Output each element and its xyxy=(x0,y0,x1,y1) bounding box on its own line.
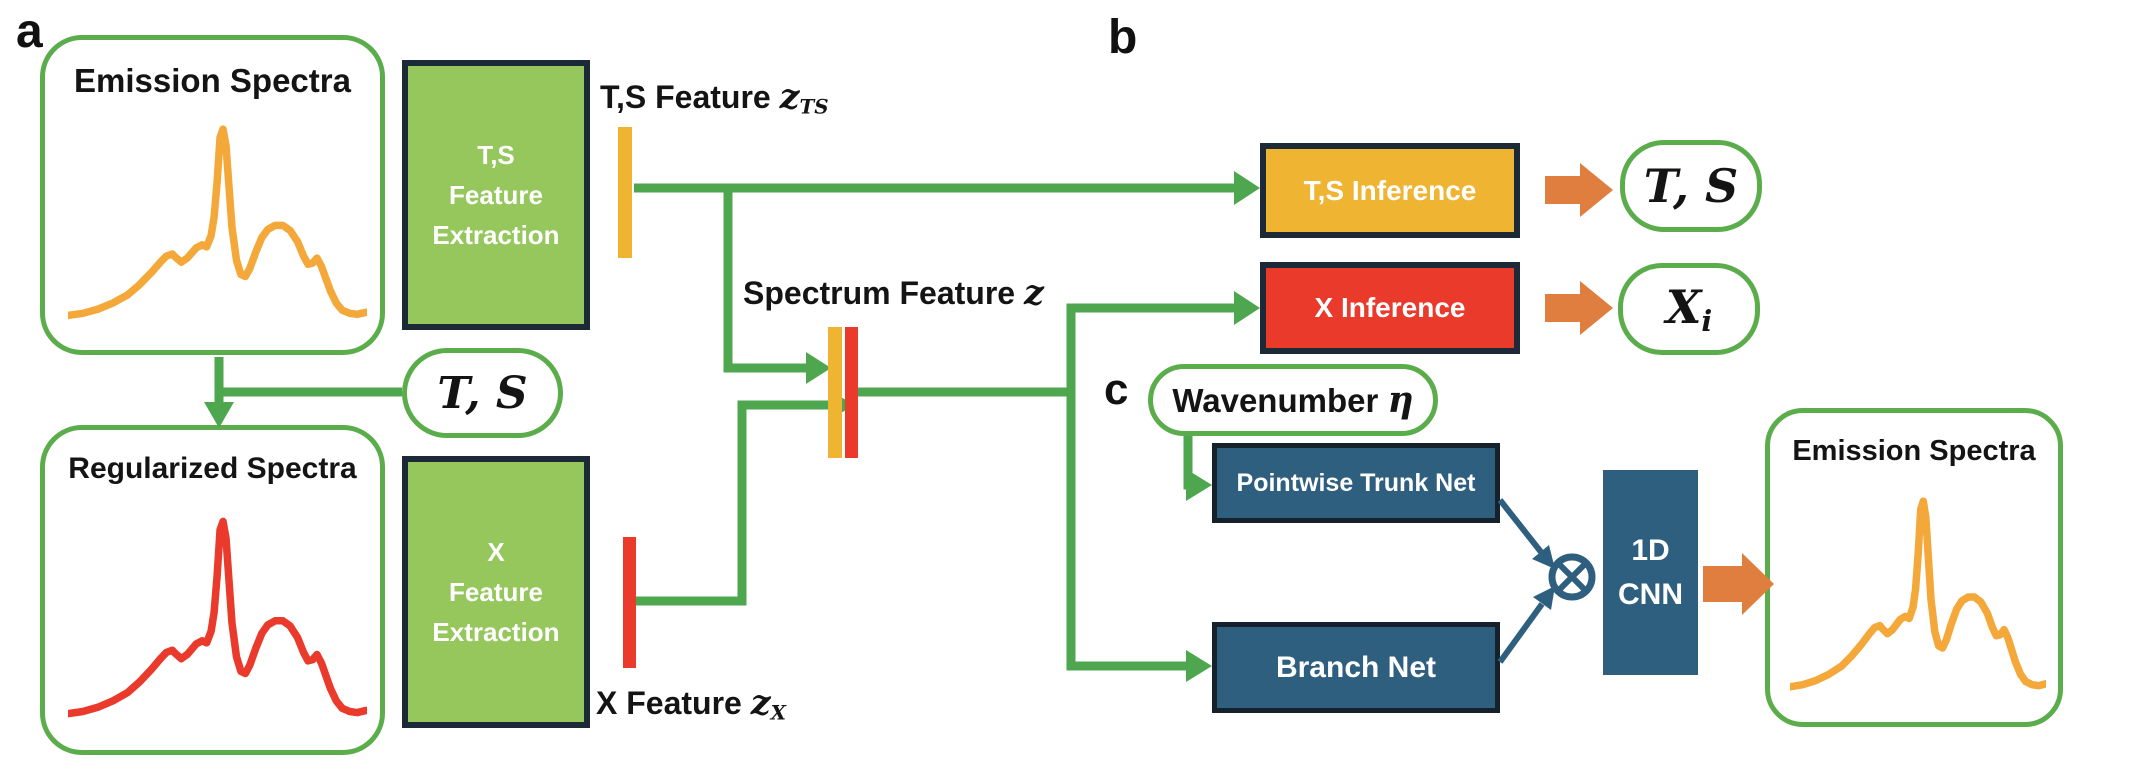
regularized-spectra-title: Regularized Spectra xyxy=(68,452,357,485)
ts-feature-label-sub: TS xyxy=(799,94,829,119)
x-extraction-line3: Extraction xyxy=(432,617,560,647)
x-feature-extraction-box: X Feature Extraction xyxy=(402,456,590,728)
arrowhead-into-x-inference xyxy=(1234,291,1260,325)
multiply-icon-circle xyxy=(1548,553,1596,601)
ts-output-oval: T, S xyxy=(1620,140,1762,232)
multiply-icon xyxy=(1548,553,1596,601)
cnn-line1: 1D xyxy=(1631,533,1670,567)
ts-inference-label: T,S Inference xyxy=(1303,174,1477,206)
block-arrow-ts-inference-output xyxy=(1545,163,1613,217)
panel-b-label: b xyxy=(1108,11,1138,64)
emission-spectrum-curve-right xyxy=(1790,501,2046,687)
regularized-spectra-box: Regularized Spectra xyxy=(40,425,385,755)
connector-xfeature-to-spectrumfeature xyxy=(634,400,832,606)
emission-spectra-title-right: Emission Spectra xyxy=(1792,435,2036,467)
emission-spectra-box-right: Emission Spectra xyxy=(1765,408,2063,727)
connector-branch-to-multiply xyxy=(1497,602,1545,664)
cnn-line2: CNN xyxy=(1618,577,1683,611)
x-feature-label-math: z xyxy=(750,682,771,723)
ts-output-oval-text: T, S xyxy=(1643,159,1739,213)
x-output-oval-text: Xi xyxy=(1666,280,1713,338)
x-extraction-line2: Feature xyxy=(449,577,543,607)
spectrum-feature-label-math: z xyxy=(1023,272,1044,313)
arrowhead-into-trunk-net xyxy=(1186,469,1212,501)
pointwise-trunk-net-label: Pointwise Trunk Net xyxy=(1236,468,1476,497)
ts-extraction-line1: T,S xyxy=(477,140,515,170)
branch-net-label: Branch Net xyxy=(1275,650,1437,684)
arrowhead-branch-into-multiply xyxy=(1533,586,1555,610)
x-output-oval: Xi xyxy=(1618,263,1760,355)
ts-values-oval-text: T, S xyxy=(437,367,528,419)
panel-c-label: c xyxy=(1104,365,1129,414)
x-feature-label: X Feature zX xyxy=(596,682,786,725)
x-feature-label-sub: X xyxy=(770,700,786,725)
arrowhead-into-ts-inference xyxy=(1234,171,1260,205)
arrowhead-into-spectrum-red xyxy=(828,389,854,421)
wavenumber-eta-math: η xyxy=(1387,379,1414,421)
spectrum-feature-label: Spectrum Feature z xyxy=(743,272,1044,313)
connector-trunk-to-multiply xyxy=(1497,498,1544,554)
x-inference-label: X Inference xyxy=(1314,292,1466,323)
ts-feature-label: T,S Feature zTS xyxy=(600,76,829,119)
x-feature-label-text: X Feature xyxy=(596,685,751,721)
emission-spectrum-plot-right xyxy=(1790,493,2046,697)
block-arrow-x-inference-output xyxy=(1545,281,1613,335)
emission-spectrum-curve-left xyxy=(68,129,366,315)
branch-net-box: Branch Net xyxy=(1212,622,1500,713)
cnn-box: 1D CNN xyxy=(1603,470,1698,675)
x-extraction-line1: X xyxy=(487,537,505,567)
regularized-spectrum-plot xyxy=(68,513,366,724)
connector-wavenumber-to-trunknet xyxy=(1183,436,1193,490)
wavenumber-label-text: Wavenumber xyxy=(1172,382,1388,419)
spectrum-feature-label-text: Spectrum Feature xyxy=(743,275,1024,311)
ts-feature-label-math: z xyxy=(779,76,800,117)
ts-feature-label-text: T,S Feature xyxy=(600,79,780,115)
block-arrow-cnn-output xyxy=(1703,553,1774,615)
arrowhead-into-branch-net xyxy=(1186,650,1212,682)
spectrum-feature-bar-yellow xyxy=(828,327,842,458)
arrowhead-trunk-into-multiply xyxy=(1532,545,1555,569)
ts-values-oval: T, S xyxy=(402,348,563,438)
panel-a-label: a xyxy=(16,5,43,58)
x-output-math: X xyxy=(1665,280,1702,334)
emission-spectra-box-left: Emission Spectra xyxy=(40,35,385,355)
regularized-spectrum-curve xyxy=(68,522,366,714)
ts-extraction-line2: Feature xyxy=(449,180,543,210)
blue-connectors xyxy=(1497,498,1545,664)
multiply-icon-cross xyxy=(1556,561,1588,593)
x-feature-bar xyxy=(623,537,636,668)
arrowhead-into-spectrum-yellow xyxy=(806,352,831,384)
ts-extraction-line3: Extraction xyxy=(432,220,560,250)
x-inference-box: X Inference xyxy=(1260,262,1520,354)
ts-inference-box: T,S Inference xyxy=(1260,143,1520,238)
ts-feature-extraction-box: T,S Feature Extraction xyxy=(402,60,590,330)
emission-spectrum-plot-left xyxy=(68,121,366,326)
blue-arrowheads xyxy=(1532,545,1555,610)
x-output-sub: i xyxy=(1701,303,1713,338)
ts-feature-bar xyxy=(618,127,632,258)
wavenumber-label: Wavenumber η xyxy=(1172,379,1413,421)
spectrum-feature-bar-red xyxy=(845,327,858,458)
wavenumber-oval: Wavenumber η xyxy=(1148,364,1438,436)
emission-spectra-title-left: Emission Spectra xyxy=(74,62,351,99)
pointwise-trunk-net-box: Pointwise Trunk Net xyxy=(1212,443,1500,523)
